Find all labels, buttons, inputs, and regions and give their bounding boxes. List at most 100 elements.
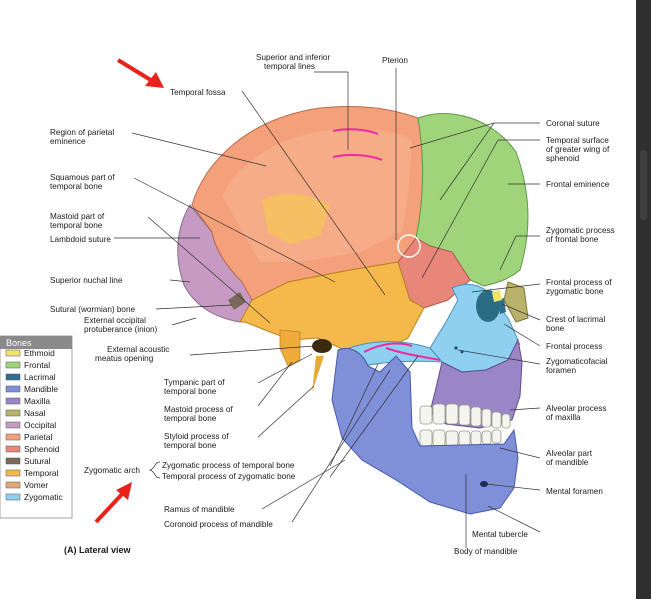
- legend-label: Mandible: [24, 384, 58, 394]
- legend-item-sphenoid: Sphenoid: [5, 444, 60, 454]
- leader-lines: [114, 68, 541, 548]
- figure-caption: (A) Lateral view: [64, 545, 132, 555]
- legend-item-sutural: Sutural: [5, 456, 51, 466]
- nasal-bone: [503, 281, 529, 323]
- magenta-annotation-upper: [332, 128, 379, 135]
- ethmoid-bone: [492, 290, 502, 302]
- mental-tubercle-label: Mental tubercle: [472, 530, 528, 539]
- legend-label: Temporal: [24, 468, 59, 478]
- body-mandible-label: Body of mandible: [454, 547, 518, 556]
- legend-label: Maxilla: [24, 396, 50, 406]
- legend-title: Bones: [6, 338, 32, 348]
- scrollbar-thumb[interactable]: [640, 150, 647, 220]
- pterion-circle: [397, 234, 421, 258]
- red-arrow-zygomatic-arch: [94, 482, 132, 524]
- mental-foramen-label: Mental foramen: [546, 487, 603, 496]
- legend-item-vomer: Vomer: [5, 480, 48, 490]
- zygomatic-process-temporal-label: Zygomatic process of temporal bone: [162, 461, 295, 470]
- legend-items: EthmoidFrontalLacrimalMandibleMaxillaNas…: [5, 348, 63, 502]
- legend-item-temporal: Temporal: [5, 468, 59, 478]
- legend-header: [0, 336, 72, 349]
- lambdoid-suture-label: Lambdoid suture: [50, 235, 111, 244]
- legend-swatch: [5, 481, 21, 489]
- zygomaticofacial-foramen-dot: [454, 346, 458, 350]
- legend-item-nasal: Nasal: [5, 408, 46, 418]
- magenta-annotation-arch: [363, 342, 441, 361]
- legend-swatch: [5, 445, 21, 453]
- legend-swatch: [5, 457, 21, 465]
- red-arrow-temporal-fossa: [116, 58, 164, 88]
- legend-swatch: [5, 493, 21, 501]
- legend-item-frontal: Frontal: [5, 360, 50, 370]
- frontal-eminence-label: Frontal eminence: [546, 180, 610, 189]
- magenta-annotation-middle: [332, 154, 383, 161]
- mandible-bone: [331, 347, 519, 515]
- ramus-mandible-label: Ramus of mandible: [164, 505, 235, 514]
- legend-swatch: [5, 397, 21, 405]
- superior-nuchal-line-label: Superior nuchal line: [50, 276, 123, 285]
- temporal-fossa-label: Temporal fossa: [170, 88, 226, 97]
- legend-item-lacrimal: Lacrimal: [5, 372, 56, 382]
- legend-swatch: [5, 409, 21, 417]
- legend-swatch: [5, 469, 21, 477]
- mental-foramen-hole: [480, 481, 488, 487]
- coronal-suture-label: Coronal suture: [546, 119, 600, 128]
- legend-item-maxilla: Maxilla: [5, 396, 50, 406]
- magenta-dot: [517, 342, 521, 346]
- legend-label: Occipital: [24, 420, 56, 430]
- legend-item-mandible: Mandible: [5, 384, 58, 394]
- legend-label: Sphenoid: [24, 444, 60, 454]
- legend-swatch: [5, 373, 21, 381]
- legend-label: Sutural: [24, 456, 51, 466]
- legend-item-occipital: Occipital: [5, 420, 56, 430]
- coronoid-process-label: Coronoid process of mandible: [164, 520, 273, 529]
- legend-label: Ethmoid: [24, 348, 55, 358]
- zygomaticofacial-foramen-dot-2: [460, 350, 464, 354]
- pterion-label: Pterion: [382, 56, 408, 65]
- legend-label: Parietal: [24, 432, 53, 442]
- teeth: [419, 403, 511, 447]
- temporal-process-zygomatic-label: Temporal process of zygomatic bone: [162, 472, 296, 481]
- legend-swatch: [5, 361, 21, 369]
- legend-item-parietal: Parietal: [5, 432, 53, 442]
- styloid-process: [312, 356, 324, 392]
- vertical-scrollbar[interactable]: [636, 0, 651, 599]
- lacrimal-bone: [498, 298, 506, 314]
- legend-label: Nasal: [24, 408, 46, 418]
- frontal-process-label: Frontal process: [546, 342, 602, 351]
- legend-swatch: [5, 385, 21, 393]
- temporal-squama-highlight: [262, 193, 330, 244]
- sutural-bone: [228, 292, 246, 310]
- legend-swatch: [5, 433, 21, 441]
- frontal-bone: [415, 112, 529, 287]
- legend-item-ethmoid: Ethmoid: [5, 348, 55, 358]
- legend-label: Frontal: [24, 360, 50, 370]
- legend-item-zygomatic: Zygomatic: [5, 492, 63, 502]
- legend-label: Lacrimal: [24, 372, 56, 382]
- legend-swatch: [5, 421, 21, 429]
- legend-label: Vomer: [24, 480, 48, 490]
- zygomatic-arch-label: Zygomatic arch: [84, 466, 140, 475]
